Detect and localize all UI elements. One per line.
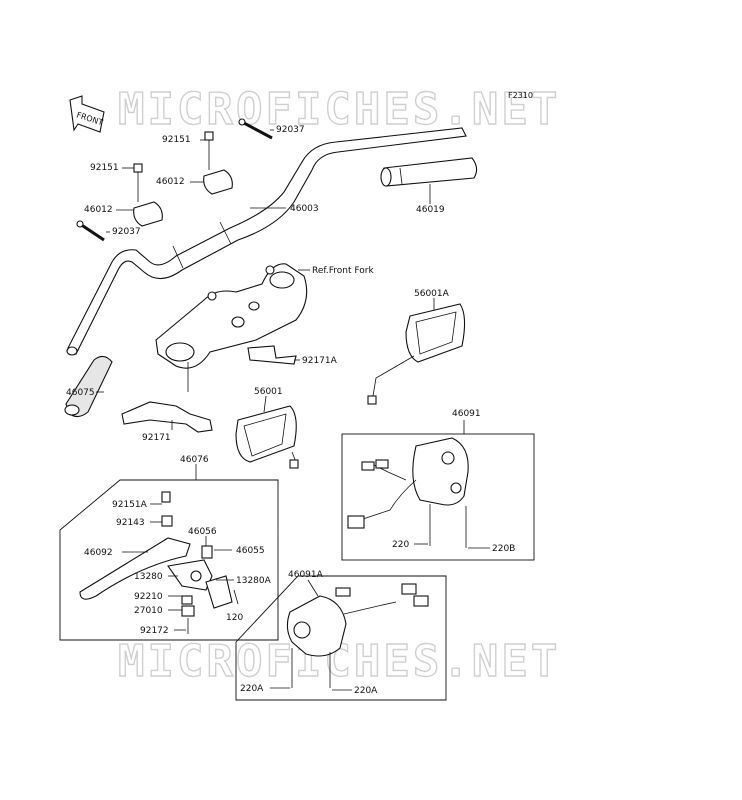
label-92151A: 92151A xyxy=(112,500,148,510)
label-46019: 46019 xyxy=(416,205,445,215)
label-92143: 92143 xyxy=(116,518,145,528)
right-switch-housing xyxy=(347,437,469,548)
bracket-92171 xyxy=(121,401,213,433)
label-46003: 46003 xyxy=(290,204,319,214)
label-92037-left: 92037 xyxy=(112,227,141,237)
right-grip xyxy=(380,157,478,187)
label-13280: 13280 xyxy=(134,572,163,582)
left-grip xyxy=(64,355,113,418)
label-92172: 92172 xyxy=(140,626,169,636)
label-92210: 92210 xyxy=(134,592,163,602)
front-arrow-icon: FRONT xyxy=(69,95,105,133)
label-46092: 46092 xyxy=(84,548,113,558)
label-56001A: 56001A xyxy=(414,289,450,299)
label-46091: 46091 xyxy=(452,409,481,419)
label-46075: 46075 xyxy=(66,388,95,398)
left-switch-box-frame xyxy=(235,575,447,701)
holder-left xyxy=(133,163,163,227)
label-92151-left: 92151 xyxy=(90,163,119,173)
label-92171A: 92171A xyxy=(302,356,338,366)
label-92151-top: 92151 xyxy=(162,135,191,145)
clamp-top xyxy=(238,118,273,140)
label-46056: 46056 xyxy=(188,527,217,537)
label-220A-right: 220A xyxy=(354,686,378,696)
leader-lines xyxy=(96,129,490,691)
label-92171: 92171 xyxy=(142,433,171,443)
switch-box-frame xyxy=(341,433,535,561)
holder-top xyxy=(203,131,233,195)
label-46012-top: 46012 xyxy=(156,177,185,187)
steering-stem-clamp xyxy=(155,263,308,392)
clamp-left xyxy=(76,220,105,242)
label-27010: 27010 xyxy=(134,606,163,616)
lever-box-frame xyxy=(59,479,279,641)
clutch-lever xyxy=(79,491,239,634)
label-56001: 56001 xyxy=(254,387,283,397)
label-220B: 220B xyxy=(492,544,515,554)
mirror-left xyxy=(235,405,299,469)
label-120: 120 xyxy=(226,613,243,623)
mirror-right xyxy=(367,303,466,405)
label-46091A: 46091A xyxy=(288,570,324,580)
label-13280A: 13280A xyxy=(236,576,272,586)
label-46055: 46055 xyxy=(236,546,265,556)
label-92037-top: 92037 xyxy=(276,125,305,135)
label-220: 220 xyxy=(392,540,409,550)
figure-code: F2310 xyxy=(508,91,533,100)
left-switch-housing xyxy=(286,583,429,688)
label-46076: 46076 xyxy=(180,455,209,465)
label-220A-left: 220A xyxy=(240,684,264,694)
bracket-92171A xyxy=(247,345,297,365)
handlebar xyxy=(66,127,467,356)
watermark-top: MICROFICHES.NET xyxy=(118,84,560,135)
label-46012-left: 46012 xyxy=(84,205,113,215)
label-ref-front-fork: Ref.Front Fork xyxy=(312,266,374,276)
